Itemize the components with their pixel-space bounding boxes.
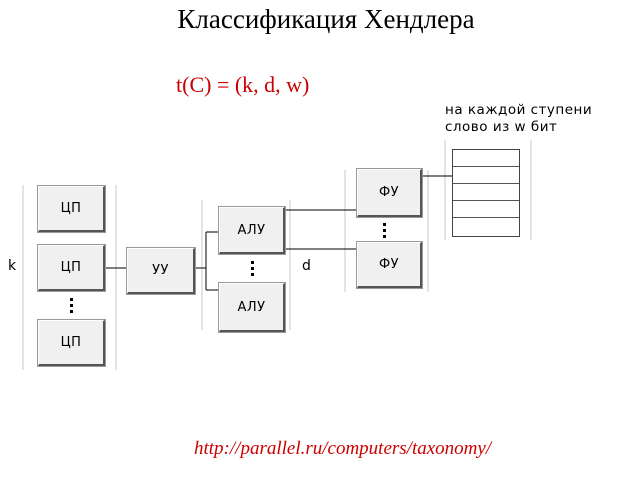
fu-box-1: ФУ — [356, 168, 423, 218]
register-stage — [453, 201, 519, 218]
cpu-box-1: ЦП — [37, 185, 106, 233]
alu-box-2: АЛУ — [218, 282, 286, 333]
cpu-box-2-label: ЦП — [60, 260, 82, 275]
fu-ellipsis — [383, 223, 386, 241]
register-stage — [453, 167, 519, 184]
fu-box-2-label: ФУ — [378, 257, 400, 272]
formula: t(C) = (k, d, w) — [176, 72, 310, 97]
alu-box-2-label: АЛУ — [237, 299, 266, 315]
alu-box-1: АЛУ — [218, 206, 286, 255]
cpu-box-1-label: ЦП — [60, 201, 82, 216]
register-stages — [452, 149, 520, 237]
fu-box-2: ФУ — [356, 241, 423, 289]
register-note-line-2: слово из w бит — [445, 119, 558, 135]
control-unit-label: УУ — [152, 263, 169, 278]
control-unit-box: УУ — [126, 247, 196, 295]
k-label: k — [8, 258, 17, 274]
source-link[interactable]: http://parallel.ru/computers/taxonomy/ — [194, 438, 492, 459]
cpu-box-2: ЦП — [37, 244, 106, 292]
cpu-box-3-label: ЦП — [60, 335, 82, 350]
register-note: на каждой ступени слово из w бит — [445, 102, 592, 136]
d-label: d — [302, 258, 311, 274]
slide-title: Классификация Хендлера — [177, 4, 475, 34]
register-stage — [453, 150, 519, 167]
register-stage — [453, 184, 519, 201]
cpu-box-3: ЦП — [37, 319, 106, 367]
register-note-line-1: на каждой ступени — [445, 102, 593, 118]
alu-box-1-label: АЛУ — [237, 222, 266, 238]
cpu-ellipsis — [70, 298, 73, 316]
alu-ellipsis — [251, 261, 254, 279]
register-stage — [453, 218, 519, 235]
fu-box-1-label: ФУ — [378, 185, 400, 200]
